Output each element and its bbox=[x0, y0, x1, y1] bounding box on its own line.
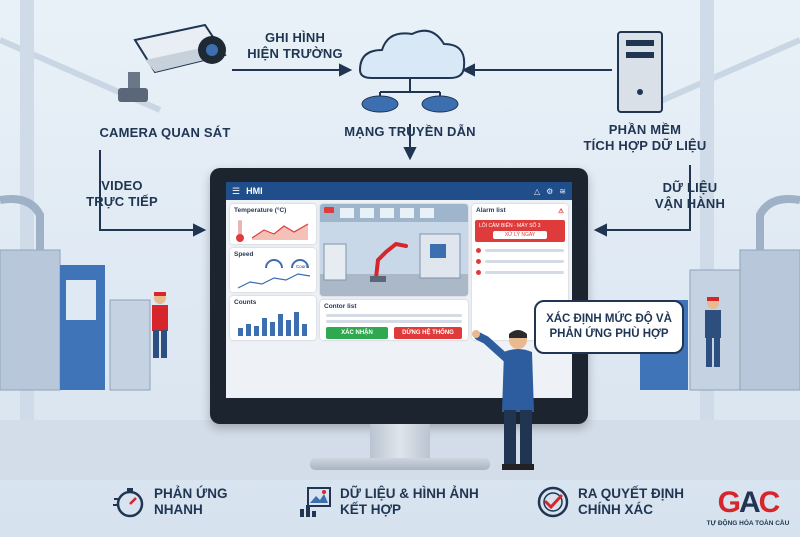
camera-record-line1: GHI HÌNH bbox=[264, 30, 326, 45]
camera-name-label: CAMERA QUAN SÁT bbox=[99, 125, 231, 140]
hmi-title: HMI bbox=[246, 186, 263, 196]
speed-card: Speed Count bbox=[230, 248, 316, 292]
control-line-2 bbox=[326, 320, 462, 323]
cloud-network-icon bbox=[358, 29, 466, 113]
logo-tagline: TỰ ĐỘNG HÓA TOÀN CẦU bbox=[706, 520, 790, 527]
alarm-row-1[interactable] bbox=[476, 248, 564, 253]
alarm-row-2[interactable] bbox=[476, 259, 564, 264]
operation-data-label: DỮ LIỆU VẬN HÀNH bbox=[640, 180, 740, 213]
counts-card: Counts bbox=[230, 296, 316, 340]
security-camera-icon bbox=[118, 23, 227, 102]
speech-bubble: XÁC ĐỊNH MỨC ĐỘ VÀ PHẢN ỨNG PHÙ HỢP bbox=[534, 300, 684, 354]
temperature-card: Temperature (°C) bbox=[230, 204, 316, 244]
count-bar-6 bbox=[278, 314, 283, 336]
temperature-chart bbox=[236, 220, 309, 242]
benefit-decision-line1: RA QUYẾT ĐỊNH bbox=[578, 485, 685, 501]
wifi-icon: ≋ bbox=[559, 186, 566, 196]
benefit-fast-line2: NHANH bbox=[154, 502, 203, 517]
check-target-icon bbox=[537, 486, 569, 518]
temperature-area bbox=[252, 224, 308, 240]
logo-mark: GAC bbox=[717, 486, 781, 519]
live-camera-view[interactable] bbox=[320, 204, 468, 296]
benefit-accurate-decision: RA QUYẾT ĐỊNH CHÍNH XÁC bbox=[536, 485, 684, 519]
robot-arm bbox=[374, 241, 408, 280]
counts-title: Counts bbox=[234, 299, 257, 306]
alarm-bell-icon: ⚠ bbox=[558, 208, 564, 215]
hmi-screen: ☰ HMI △ ⚙ ≋ Temperature (°C) bbox=[226, 182, 572, 398]
alarm-row-placeholder bbox=[485, 271, 564, 274]
software-line1: PHẦN MỀM bbox=[608, 122, 682, 137]
speed-sub-label: Count bbox=[295, 264, 308, 269]
count-bar-1 bbox=[238, 328, 243, 336]
speech-line2: PHẢN ỨNG PHÙ HỢP bbox=[549, 328, 669, 340]
count-bar-5 bbox=[270, 322, 275, 336]
hmi-header: ☰ HMI △ ⚙ ≋ bbox=[226, 182, 572, 200]
monitor: ☰ HMI △ ⚙ ≋ Temperature (°C) bbox=[210, 168, 588, 424]
speed-title: Speed bbox=[234, 251, 254, 258]
thermometer-icon bbox=[238, 220, 242, 238]
benefit-data-line1: DỮ LIỆU & HÌNH ẢNH bbox=[340, 485, 479, 501]
data-image-icon bbox=[300, 487, 331, 517]
network-name-label: MẠNG TRUYỀN DẪN bbox=[344, 124, 476, 139]
counts-bars bbox=[238, 312, 307, 336]
count-bar-2 bbox=[246, 324, 251, 336]
temperature-line bbox=[251, 223, 309, 239]
control-line-1 bbox=[326, 314, 462, 317]
alarm-item-active[interactable]: LỖI CẢM BIẾN - MÁY SỐ 3 XỬ LÝ NGAY bbox=[475, 220, 565, 242]
thermometer-bulb bbox=[236, 234, 244, 242]
alarm-text: LỖI CẢM BIẾN - MÁY SỐ 3 bbox=[479, 223, 541, 229]
handle-now-button[interactable]: XỬ LÝ NGAY bbox=[493, 231, 547, 239]
live-video-line2: TRỰC TIẾP bbox=[86, 194, 158, 210]
software-line2: TÍCH HỢP DỮ LIỆU bbox=[583, 138, 707, 154]
temperature-title: Temperature (°C) bbox=[234, 207, 287, 214]
record-icon bbox=[324, 207, 334, 213]
alarm-title: Alarm list bbox=[476, 207, 506, 214]
alarm-dot-icon bbox=[476, 259, 481, 264]
software-label: PHẦN MỀM TÍCH HỢP DỮ LIỆU bbox=[580, 122, 710, 155]
camera-record-line2: HIỆN TRƯỜNG bbox=[247, 46, 343, 62]
live-video-line1: VIDEO bbox=[101, 178, 143, 193]
speech-line1: XÁC ĐỊNH MỨC ĐỘ VÀ bbox=[546, 313, 672, 326]
server-icon bbox=[617, 31, 663, 113]
operation-data-line1: DỮ LIỆU bbox=[662, 180, 718, 195]
benefit-data-line2: KẾT HỢP bbox=[340, 502, 402, 517]
count-bar-4 bbox=[262, 318, 267, 336]
gac-logo: GAC TỰ ĐỘNG HÓA TOÀN CẦU bbox=[700, 486, 796, 528]
live-video-label: VIDEO TRỰC TIẾP bbox=[82, 178, 162, 211]
speed-gauges bbox=[237, 259, 311, 289]
count-bar-8 bbox=[294, 312, 299, 336]
camera-record-label: GHI HÌNH HIỆN TRƯỜNG bbox=[240, 30, 350, 63]
operator-figure bbox=[472, 330, 534, 470]
count-bar-7 bbox=[286, 320, 291, 336]
speed-line bbox=[237, 273, 311, 289]
control-card: Contor list XÁC NHẬN DỪNG HỆ THỐNG bbox=[320, 300, 468, 340]
benefit-fast-line1: PHẢN ỨNG bbox=[154, 485, 228, 501]
benefit-data-image: DỮ LIỆU & HÌNH ẢNH KẾT HỢP bbox=[298, 485, 479, 519]
count-bar-3 bbox=[254, 326, 259, 336]
speed-gauge-2 bbox=[291, 259, 309, 269]
menu-icon[interactable]: ☰ bbox=[232, 185, 241, 196]
stopwatch-icon bbox=[113, 488, 144, 518]
operation-data-line2: VẬN HÀNH bbox=[654, 196, 726, 212]
alarm-row-placeholder bbox=[485, 249, 564, 252]
alarm-row-placeholder bbox=[485, 260, 564, 263]
benefit-decision-line2: CHÍNH XÁC bbox=[578, 502, 654, 517]
stop-system-button[interactable]: DỪNG HỆ THỐNG bbox=[394, 327, 462, 339]
alarm-dot-icon bbox=[476, 270, 481, 275]
speed-gauge-1 bbox=[265, 259, 283, 269]
settings-icon[interactable]: ⚙ bbox=[546, 186, 554, 196]
monitor-stand-base bbox=[310, 458, 490, 470]
count-bar-9 bbox=[302, 324, 307, 336]
monitor-stand-neck bbox=[370, 424, 430, 460]
alert-icon[interactable]: △ bbox=[533, 186, 541, 196]
alarm-dot-icon bbox=[476, 248, 481, 253]
confirm-button[interactable]: XÁC NHẬN bbox=[326, 327, 388, 339]
benefit-fast-response: PHẢN ỨNG NHANH bbox=[112, 485, 227, 519]
factory-live-image bbox=[320, 204, 468, 296]
control-title: Contor list bbox=[324, 303, 357, 310]
alarm-row-3[interactable] bbox=[476, 270, 564, 275]
